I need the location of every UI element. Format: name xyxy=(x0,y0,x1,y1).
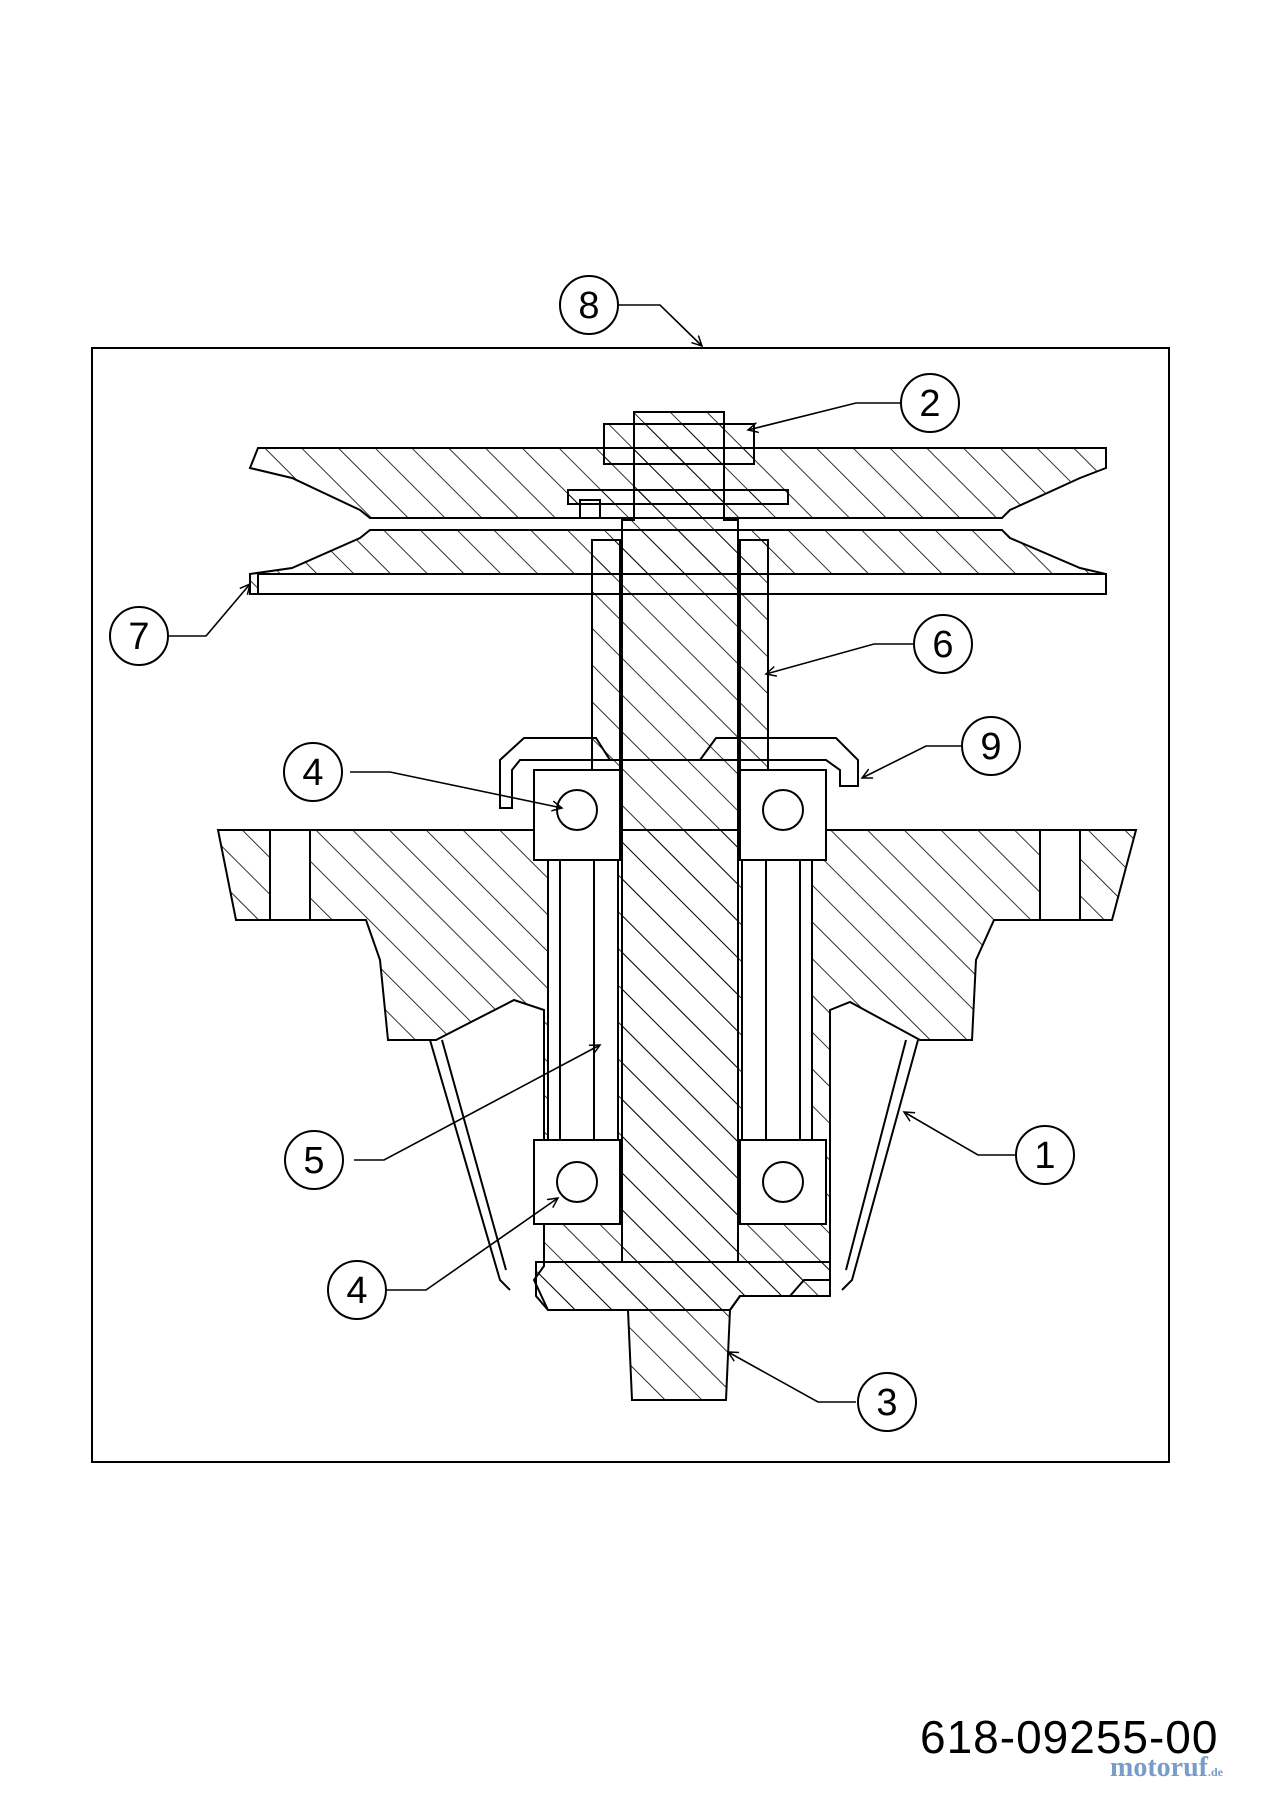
shaft-flange xyxy=(535,1261,831,1401)
ball-lower-right xyxy=(762,1161,804,1203)
callout-4-upper: 4 xyxy=(283,742,343,802)
brand-name: motoruf xyxy=(1110,1752,1208,1783)
leader-2 xyxy=(748,402,900,430)
callout-1: 1 xyxy=(1015,1125,1075,1185)
brand-watermark: motoruf.de xyxy=(1110,1752,1223,1784)
leader-4a xyxy=(350,771,562,808)
callout-label: 3 xyxy=(876,1382,897,1424)
callout-label: 8 xyxy=(578,285,599,327)
callout-label: 1 xyxy=(1034,1135,1055,1177)
callout-2: 2 xyxy=(900,373,960,433)
diagram-frame xyxy=(91,347,1170,1463)
callout-label: 7 xyxy=(128,616,149,658)
leader-6 xyxy=(766,643,914,674)
main-shaft xyxy=(621,411,739,1263)
callout-4-lower: 4 xyxy=(327,1260,387,1320)
leader-9 xyxy=(862,745,962,778)
callout-circle xyxy=(327,1260,387,1320)
bolt-right xyxy=(1039,829,1081,921)
spacer-tube-right xyxy=(765,859,801,1141)
shaft-top xyxy=(603,423,755,465)
part-number: 618-09255-00 xyxy=(920,1711,1219,1763)
leader-1 xyxy=(904,1112,1016,1156)
sleeve-right xyxy=(739,539,769,771)
callout-8: 8 xyxy=(559,275,619,335)
ball-upper-left xyxy=(556,789,598,831)
callout-circle xyxy=(559,275,619,335)
leader-3 xyxy=(728,1352,856,1403)
callout-circle xyxy=(283,742,343,802)
callout-circle xyxy=(900,373,960,433)
callout-circle xyxy=(109,606,169,666)
spacer-tube-left xyxy=(559,859,595,1141)
callout-circle xyxy=(961,716,1021,776)
callout-circle xyxy=(913,614,973,674)
callout-3: 3 xyxy=(857,1372,917,1432)
bearing-shield xyxy=(499,737,859,809)
leader-4b xyxy=(386,1198,558,1291)
cone-cover xyxy=(429,1039,919,1291)
brand-tld: .de xyxy=(1207,1765,1223,1779)
bolt-left xyxy=(269,829,311,921)
leader-8 xyxy=(618,304,702,346)
callout-6: 6 xyxy=(913,614,973,674)
washer-2 xyxy=(567,489,789,505)
sleeve-left xyxy=(591,539,621,771)
callout-7: 7 xyxy=(109,606,169,666)
leader-5 xyxy=(354,1045,600,1161)
callout-label: 4 xyxy=(302,752,323,794)
callout-circle xyxy=(1015,1125,1075,1185)
leader-7 xyxy=(168,584,250,637)
ball-upper-right xyxy=(762,789,804,831)
callout-label: 5 xyxy=(303,1140,324,1182)
callout-5: 5 xyxy=(284,1130,344,1190)
callout-label: 4 xyxy=(346,1270,367,1312)
leader-lines xyxy=(168,304,1016,1403)
callout-circle xyxy=(284,1130,344,1190)
ball-lower-left xyxy=(556,1161,598,1203)
callout-label: 9 xyxy=(980,726,1001,768)
callout-9: 9 xyxy=(961,716,1021,776)
callout-label: 2 xyxy=(919,383,940,425)
callout-circle xyxy=(857,1372,917,1432)
callout-label: 6 xyxy=(932,624,953,666)
